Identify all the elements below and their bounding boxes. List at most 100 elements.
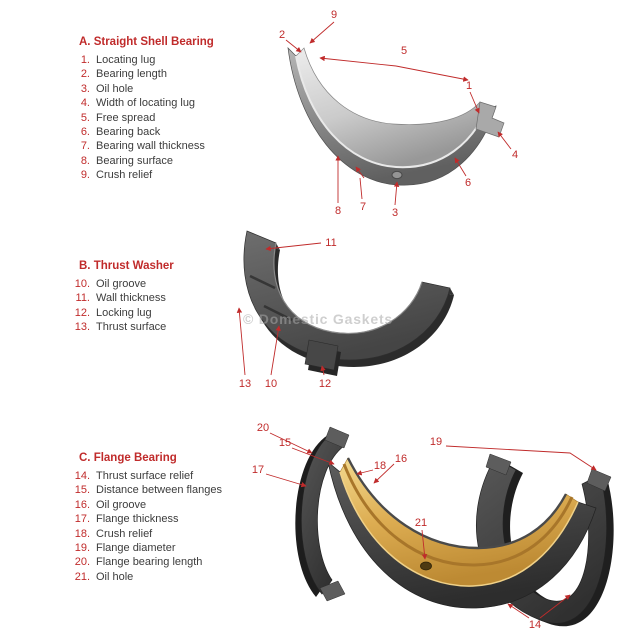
section-c-title: C. Flange Bearing: [79, 452, 177, 464]
flange-bearing-diagram: 20 15 17 19 16 18 21 14: [252, 422, 614, 631]
leader-wall-thickness: [359, 177, 363, 200]
item-number: 20.: [74, 556, 90, 569]
item-label: Crush relief: [96, 169, 153, 182]
legend-item: 2. Bearing length: [70, 67, 275, 81]
leader-thrust-surface: [236, 307, 246, 376]
callout-numbers-b: 11 13 10 12: [239, 237, 337, 390]
callout-2: 2: [279, 29, 285, 41]
item-label: Width of locating lug: [96, 97, 196, 110]
callout-14: 14: [529, 619, 541, 631]
item-number: 3.: [80, 82, 90, 95]
legend-item: 8. Bearing surface: [70, 154, 275, 168]
oil-groove-mark-1: [263, 304, 293, 322]
leader-wall-thickness-tick: [355, 166, 365, 179]
legend-section-flange-bearing: C. Flange Bearing 14. Thrust surface rel…: [70, 452, 275, 584]
leader-oil-hole-c: [421, 529, 428, 560]
leader-locating-lug: [469, 91, 480, 114]
section-b-title: B. Thrust Washer: [79, 260, 174, 272]
item-label: Locking lug: [96, 306, 152, 319]
legend-item: 21. Oil hole: [70, 570, 275, 584]
item-label: Thrust surface relief: [96, 470, 194, 482]
item-label: Oil groove: [96, 498, 147, 511]
legend-item: 11. Wall thickness: [70, 291, 275, 305]
section-a-title: A. Straight Shell Bearing: [79, 36, 214, 48]
item-number: 8.: [80, 154, 90, 167]
callout-13: 13: [239, 378, 251, 390]
legend-item: 6. Bearing back: [70, 125, 275, 139]
section-c-list: 14. Thrust surface relief 15. Distance b…: [70, 469, 275, 584]
item-number: 6.: [80, 126, 90, 139]
leader-free-spread-left: [319, 55, 397, 67]
section-b-list: 10. Oil groove 11. Wall thickness 12. Lo…: [70, 277, 275, 335]
leader-thrust-relief-1: [507, 603, 530, 619]
legend-item: 5. Free spread: [70, 111, 275, 125]
leader-locking-lug: [320, 365, 326, 376]
legend-item: 12. Locking lug: [70, 306, 275, 320]
item-label: Distance between flanges: [96, 484, 222, 497]
leader-lines-a: [285, 21, 512, 206]
legend-item: 19. Flange diameter: [70, 541, 275, 555]
legend-item: 4. Width of locating lug: [70, 96, 275, 110]
item-label: Bearing surface: [96, 154, 174, 167]
right-flange-tab-right: [586, 468, 612, 492]
thrust-washer: [243, 230, 454, 376]
section-a-list: 1. Locating lug 2. Bearing length 3. Oil…: [70, 53, 275, 183]
legend-item: 14. Thrust surface relief: [70, 469, 275, 483]
legend-item: 16. Oil groove: [70, 498, 275, 512]
leader-flange-bearing-length: [269, 432, 313, 454]
item-number: 16.: [74, 498, 90, 511]
oil-hole: [391, 170, 403, 180]
leader-wall-thickness-b: [265, 242, 322, 252]
bearing-shell: [287, 47, 505, 186]
item-label: Bearing wall thickness: [96, 140, 205, 153]
leader-oil-hole: [393, 181, 400, 206]
item-number: 15.: [74, 484, 90, 497]
item-label: Thrust surface: [96, 321, 167, 334]
callout-numbers-a: 9 2 5 1 4 6 8 7 3: [279, 9, 518, 219]
callout-3: 3: [392, 207, 398, 219]
leader-thrust-relief-2: [539, 594, 571, 619]
callout-10: 10: [265, 378, 277, 390]
callout-15: 15: [279, 437, 291, 449]
item-number: 13.: [74, 321, 90, 334]
leader-oil-groove-b: [270, 325, 281, 376]
item-number: 4.: [80, 97, 90, 110]
callout-11: 11: [325, 237, 336, 249]
oil-groove-mark-2: [249, 274, 276, 290]
item-number: 2.: [80, 68, 90, 81]
legend-item: 1. Locating lug: [70, 53, 275, 67]
callout-9: 9: [331, 9, 337, 21]
legend-item: 7. Bearing wall thickness: [70, 139, 275, 153]
leader-bearing-back: [454, 157, 467, 177]
item-number: 19.: [74, 542, 90, 555]
callout-8: 8: [335, 205, 341, 217]
legend-item: 13. Thrust surface: [70, 320, 275, 334]
item-number: 1.: [80, 54, 90, 66]
callout-6: 6: [465, 177, 471, 189]
leader-bearing-length: [285, 39, 302, 53]
item-label: Oil groove: [96, 278, 147, 290]
leader-lug-width: [497, 131, 512, 150]
legend-section-thrust-washer: B. Thrust Washer 10. Oil groove 11. Wall…: [70, 260, 275, 335]
straight-shell-bearing-diagram: 9 2 5 1 4 6 8 7 3: [279, 9, 518, 219]
item-number: 14.: [74, 470, 90, 482]
item-label: Flange thickness: [96, 513, 179, 526]
legend-item: 20. Flange bearing length: [70, 555, 275, 569]
leader-oil-groove-c: [373, 463, 395, 484]
item-number: 10.: [74, 278, 90, 290]
front-rim-gold-edge: [339, 471, 579, 587]
item-label: Free spread: [96, 111, 156, 124]
callout-18: 18: [374, 460, 386, 472]
item-label: Crush relief: [96, 527, 153, 540]
callout-12: 12: [319, 378, 331, 390]
legend-item: 3. Oil hole: [70, 82, 275, 96]
leader-flange-thickness: [265, 473, 307, 488]
flange-bearing: [295, 426, 614, 627]
item-label: Locating lug: [96, 54, 156, 66]
callout-1: 1: [466, 80, 472, 92]
item-number: 17.: [74, 513, 90, 526]
legend-section-straight-shell-bearing: A. Straight Shell Bearing 1. Locating lu…: [70, 36, 275, 183]
item-label: Wall thickness: [96, 292, 166, 305]
leader-distance-between-flanges: [291, 447, 335, 465]
